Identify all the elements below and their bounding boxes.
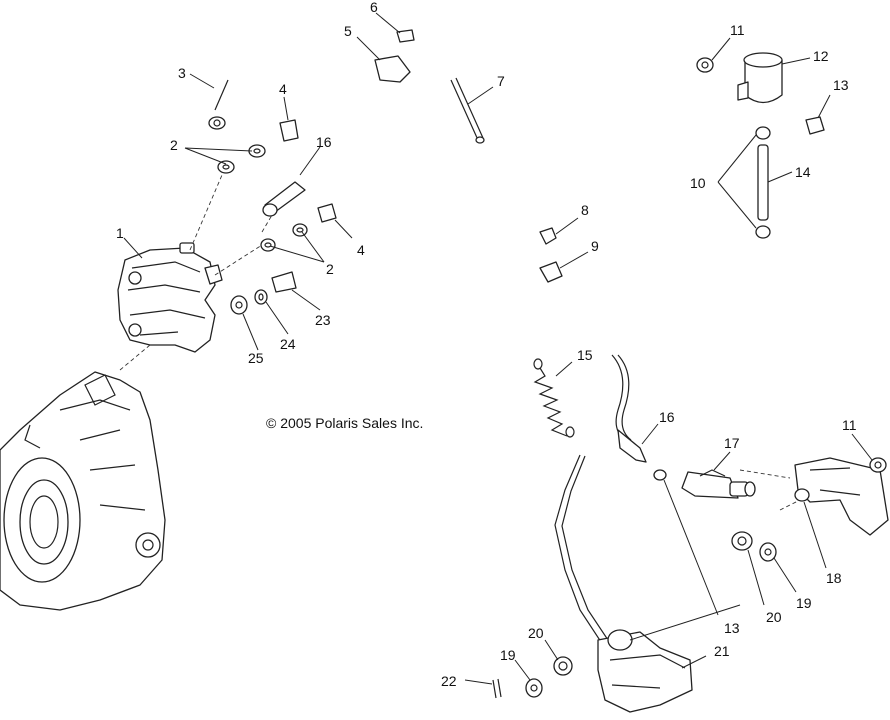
- callout-2: 2: [170, 137, 178, 153]
- callout-2: 2: [326, 261, 334, 277]
- pedal-hardware: [492, 469, 777, 699]
- callout-5: 5: [344, 23, 352, 39]
- leader-lines: [123, 12, 873, 685]
- copyright-notice: © 2005 Polaris Sales Inc.: [266, 415, 423, 431]
- callout-17: 17: [724, 435, 740, 451]
- master-cylinder: [681, 469, 756, 499]
- transmission-housing: [0, 371, 166, 611]
- callout-11: 11: [730, 22, 745, 38]
- callout-3: 3: [178, 65, 186, 81]
- callout-20: 20: [766, 609, 782, 625]
- callout-6: 6: [370, 0, 378, 15]
- caliper-hardware: [208, 79, 337, 315]
- callout-7: 7: [497, 73, 505, 89]
- clip-parts: [539, 227, 563, 283]
- reservoir-assembly: [696, 52, 825, 239]
- callout-14: 14: [795, 164, 811, 180]
- brake-caliper: [117, 242, 223, 353]
- brake-pedal: [554, 454, 741, 713]
- callout-labels: 1 2 2 3 4 4 5 6 7 8 9 10 11 11 12 13 13 …: [116, 0, 857, 689]
- brake-pin-parts: [374, 29, 485, 144]
- callout-20: 20: [528, 625, 544, 641]
- return-spring: [533, 358, 575, 438]
- assembly-lines: [119, 174, 801, 511]
- callout-4: 4: [279, 81, 287, 97]
- callout-8: 8: [581, 202, 589, 218]
- callout-16: 16: [316, 134, 332, 150]
- callout-24: 24: [280, 336, 296, 352]
- callout-9: 9: [591, 238, 599, 254]
- callout-13: 13: [833, 77, 849, 93]
- callout-19: 19: [500, 647, 516, 663]
- callout-21: 21: [714, 643, 730, 659]
- brake-line: [611, 354, 647, 463]
- callout-23: 23: [315, 312, 331, 328]
- callout-18: 18: [826, 570, 842, 586]
- callout-10: 10: [690, 175, 706, 191]
- callout-19: 19: [796, 595, 812, 611]
- callout-11: 11: [842, 417, 857, 433]
- callout-25: 25: [248, 350, 264, 366]
- callout-13: 13: [724, 620, 740, 636]
- callout-15: 15: [577, 347, 593, 363]
- mount-bracket: [794, 457, 889, 536]
- callout-16: 16: [659, 409, 675, 425]
- callout-22: 22: [441, 673, 457, 689]
- callout-4: 4: [357, 242, 365, 258]
- callout-1: 1: [116, 225, 124, 241]
- callout-12: 12: [813, 48, 829, 64]
